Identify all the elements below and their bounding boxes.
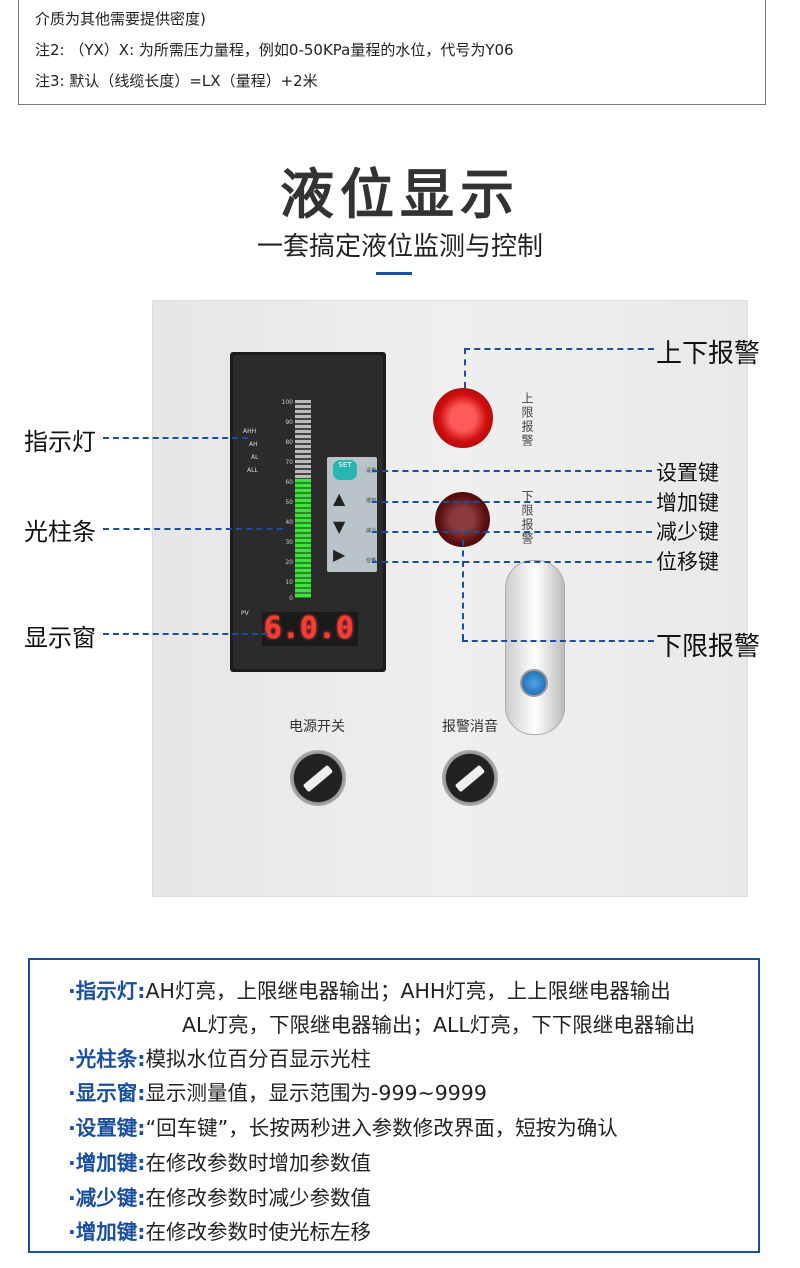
tick-label: 100: [281, 399, 293, 406]
callout-alarm: 上下报警: [656, 339, 761, 369]
desc-text: 在修改参数时使光标左移: [145, 1220, 372, 1244]
desc-row: AL灯亮，下限继电器输出；ALL灯亮，下下限继电器输出: [182, 1008, 695, 1038]
lower-alarm-label: 下限报警: [520, 490, 534, 546]
desc-label: ·指示灯:: [68, 979, 146, 1003]
desc-text: 在修改参数时增加参数值: [145, 1151, 372, 1175]
callout-set-key: 设置键: [656, 461, 719, 485]
callout-display: 显示窗: [24, 624, 96, 652]
key-label: 设置: [365, 468, 376, 474]
set-key[interactable]: SET: [333, 460, 357, 480]
desc-text: 显示测量值，显示范围为-999~9999: [145, 1081, 487, 1105]
indicator-ahh: AHH: [243, 428, 257, 435]
desc-row: ·光柱条:模拟水位百分百显示光柱: [68, 1042, 371, 1072]
key-label: 增加: [365, 498, 376, 504]
power-switch-label: 电源开关: [289, 719, 345, 735]
tick-label: 60: [285, 479, 293, 486]
callout-lower-alarm: 下限报警: [656, 632, 761, 662]
title-underline: [376, 272, 412, 275]
light-bar: [295, 400, 311, 598]
desc-text: “回车键”，长按两秒进入参数修改界面，短按为确认: [145, 1116, 618, 1140]
tick-label: 50: [285, 499, 293, 506]
callout-up-key: 增加键: [656, 491, 719, 515]
door-lock-handle[interactable]: [505, 560, 565, 735]
callout-line: [103, 633, 268, 635]
indicator-ah: AH: [249, 441, 258, 448]
notes-box: 介质为其他需要提供密度) 注2: （YX）X: 为所需压力量程，例如0-50KP…: [18, 0, 766, 105]
note-line: 介质为其他需要提供密度): [35, 10, 206, 28]
tick-label: 10: [285, 579, 293, 586]
desc-label: ·显示窗:: [68, 1081, 146, 1105]
desc-row: ·增加键:在修改参数时增加参数值: [68, 1146, 371, 1176]
tick-label: 40: [285, 519, 293, 526]
desc-label: ·增加键:: [68, 1220, 146, 1244]
upper-alarm-label: 上限报警: [520, 392, 534, 448]
alarm-mute-knob[interactable]: [442, 750, 498, 806]
light-bar-fill: [295, 479, 311, 598]
callout-line: [462, 640, 654, 642]
up-key[interactable]: ▲: [333, 489, 346, 508]
callout-line: [103, 437, 248, 439]
note-line: 注3: 默认（线缆长度）=LX（量程）+2米: [35, 72, 318, 90]
tick-label: 80: [285, 439, 293, 446]
note-line: 注2: （YX）X: 为所需压力量程，例如0-50KPa量程的水位，代号为Y06: [35, 41, 514, 59]
callout-line: [372, 470, 652, 472]
callout-indicator: 指示灯: [24, 428, 96, 456]
callout-line: [464, 348, 654, 350]
callout-line: [462, 540, 464, 640]
desc-text: AH灯亮，上限继电器输出；AHH灯亮，上上限继电器输出: [145, 979, 671, 1003]
callout-line: [372, 531, 652, 533]
key-label: 减少: [365, 528, 376, 534]
tick-label: 20: [285, 559, 293, 566]
alarm-mute-label: 报警消音: [442, 719, 498, 735]
tick-label: 30: [285, 539, 293, 546]
desc-label: ·增加键:: [68, 1151, 146, 1175]
desc-text: 在修改参数时减少参数值: [145, 1186, 372, 1210]
callout-line: [372, 501, 652, 503]
desc-text: 模拟水位百分百显示光柱: [145, 1047, 372, 1071]
desc-label: ·光柱条:: [68, 1047, 146, 1071]
desc-row: ·设置键:“回车键”，长按两秒进入参数修改界面，短按为确认: [68, 1111, 618, 1141]
callout-line: [103, 528, 283, 530]
tick-label: 0: [289, 595, 293, 602]
upper-alarm-lamp: [433, 388, 493, 448]
callout-line: [372, 561, 652, 563]
key-label: 位移: [365, 558, 376, 564]
keyhole-icon: [520, 669, 548, 697]
section-title: 液位显示: [280, 163, 520, 226]
callout-line: [464, 348, 466, 388]
tick-label: 90: [285, 419, 293, 426]
desc-row: ·指示灯:AH灯亮，上限继电器输出；AHH灯亮，上上限继电器输出: [68, 974, 671, 1004]
desc-text: AL灯亮，下限继电器输出；ALL灯亮，下下限继电器输出: [182, 1013, 696, 1037]
indicator-al: AL: [251, 454, 259, 461]
desc-row: ·显示窗:显示测量值，显示范围为-999~9999: [68, 1076, 487, 1106]
down-key[interactable]: ▼: [333, 517, 346, 536]
shift-key[interactable]: ▶: [333, 545, 346, 564]
section-subtitle: 一套搞定液位监测与控制: [256, 232, 543, 262]
desc-label: ·设置键:: [68, 1116, 146, 1140]
indicator-all: ALL: [247, 467, 258, 474]
desc-row: ·增加键:在修改参数时使光标左移: [68, 1215, 371, 1245]
desc-label: ·减少键:: [68, 1186, 146, 1210]
power-switch-knob[interactable]: [290, 750, 346, 806]
digital-readout: 6.0.0: [262, 612, 358, 646]
pv-label: PV: [241, 610, 249, 617]
tick-label: 70: [285, 459, 293, 466]
desc-row: ·减少键:在修改参数时减少参数值: [68, 1181, 371, 1211]
callout-lightbar: 光柱条: [24, 518, 96, 546]
keypad: SET ▲ ▼ ▶ 设置 增加 减少 位移: [327, 457, 377, 572]
description-box: ·指示灯:AH灯亮，上限继电器输出；AHH灯亮，上上限继电器输出 AL灯亮，下限…: [28, 958, 760, 1253]
callout-shift-key: 位移键: [656, 550, 719, 574]
callout-down-key: 减少键: [656, 520, 719, 544]
